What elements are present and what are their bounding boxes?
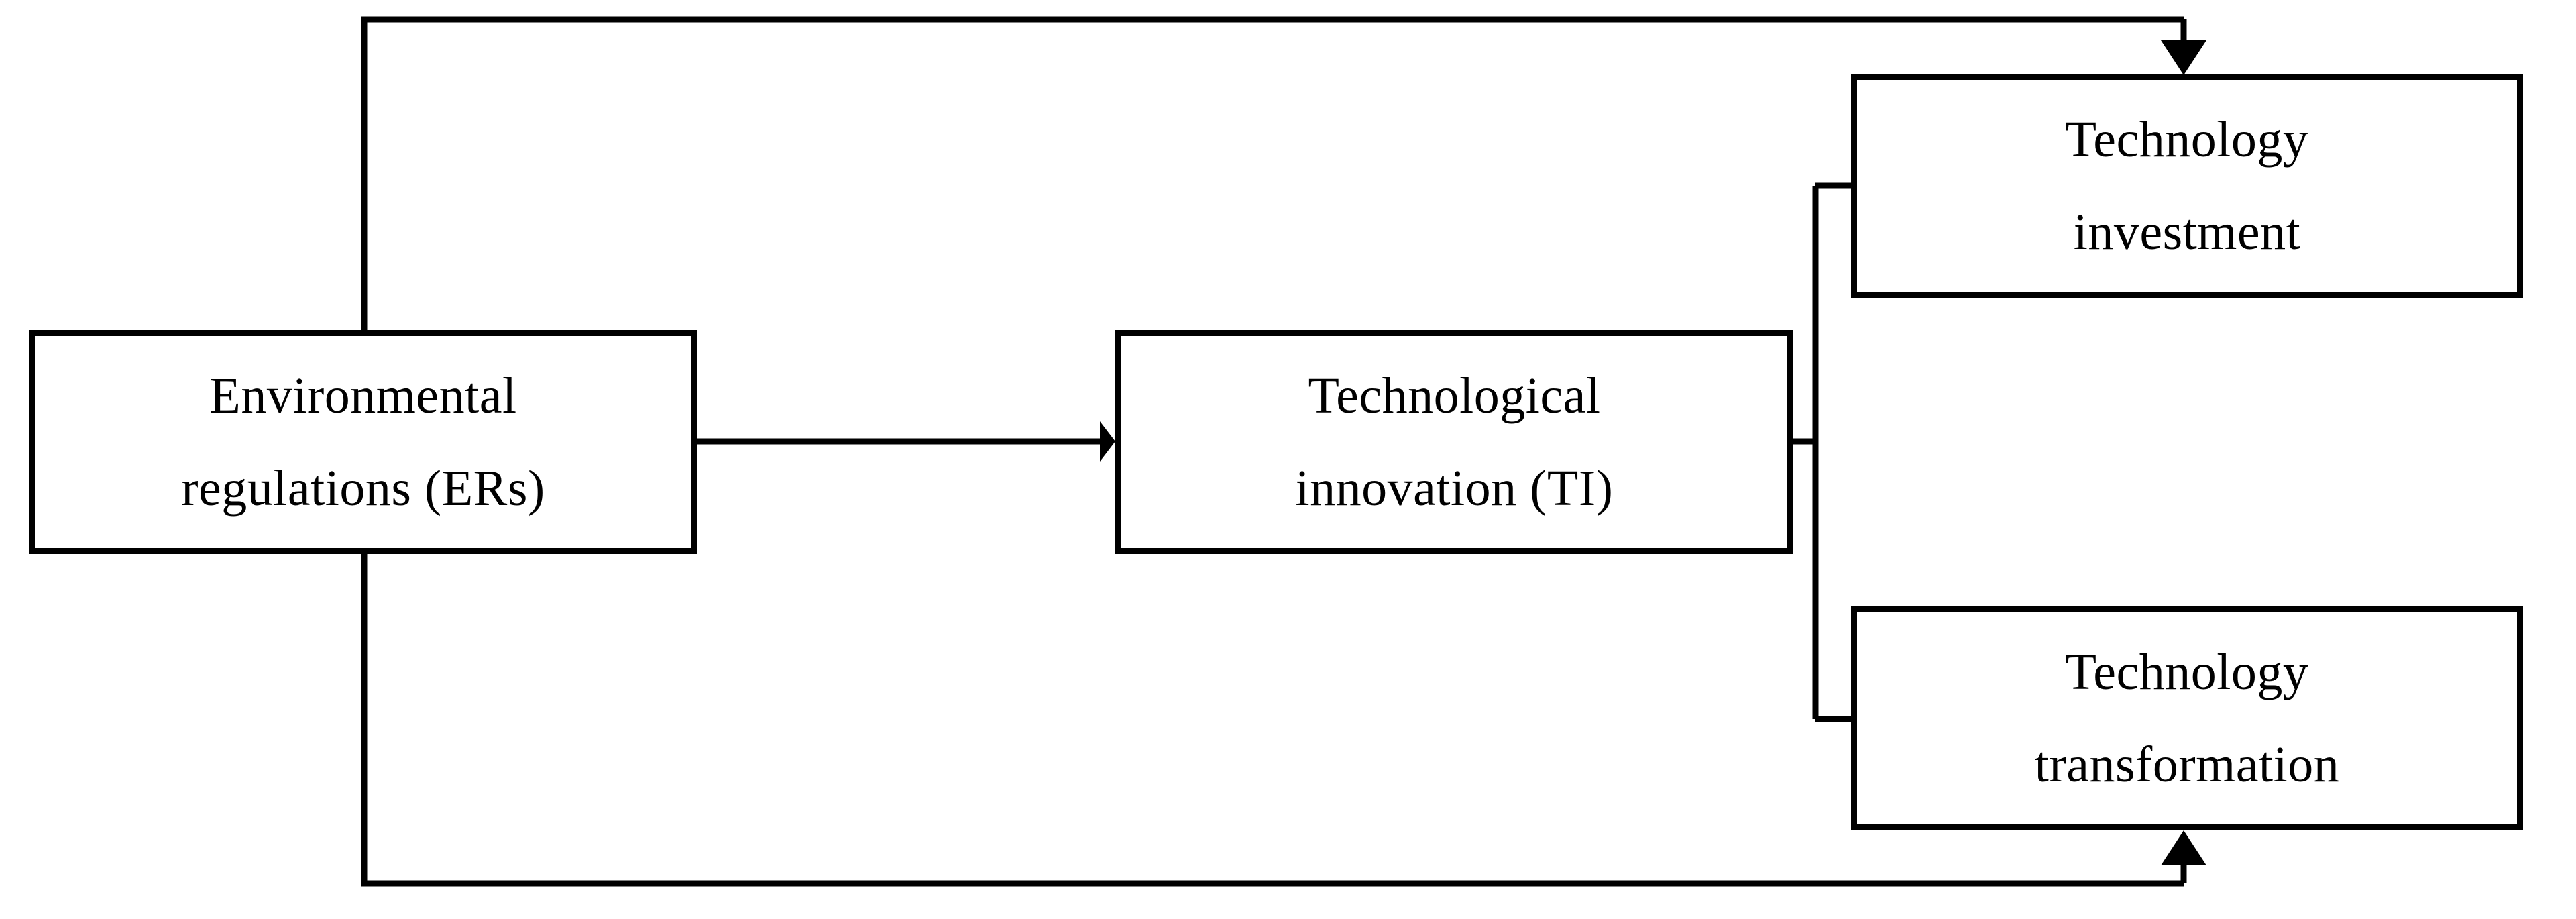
node-label-line-1: Technology: [2065, 111, 2309, 168]
arrowhead-down: [2161, 40, 2206, 75]
node-technology-transformation[interactable]: Technology transformation: [1851, 606, 2523, 830]
connector-ers-to-transformation: [361, 554, 2206, 887]
connector-ti-branch: [1793, 182, 1854, 722]
node-label-line-2: regulations (ERs): [181, 460, 545, 517]
arrowhead-up: [2161, 830, 2206, 865]
node-label-line-1: Technology: [2065, 644, 2309, 700]
node-label-line-2: investment: [2073, 204, 2301, 260]
node-label-line-1: Technological: [1308, 368, 1601, 424]
node-environmental-regulations[interactable]: Environmental regulations (ERs): [29, 330, 697, 554]
node-label-line-1: Environmental: [209, 368, 517, 424]
connector-ers-to-ti: [697, 421, 1115, 462]
node-technological-innovation[interactable]: Technological innovation (TI): [1115, 330, 1793, 554]
node-technology-investment[interactable]: Technology investment: [1851, 74, 2523, 298]
node-label-line-2: innovation (TI): [1295, 460, 1614, 517]
arrowhead-right: [1100, 421, 1115, 462]
node-label-line-2: transformation: [2034, 737, 2340, 793]
connector-ers-to-investment: [361, 16, 2206, 330]
